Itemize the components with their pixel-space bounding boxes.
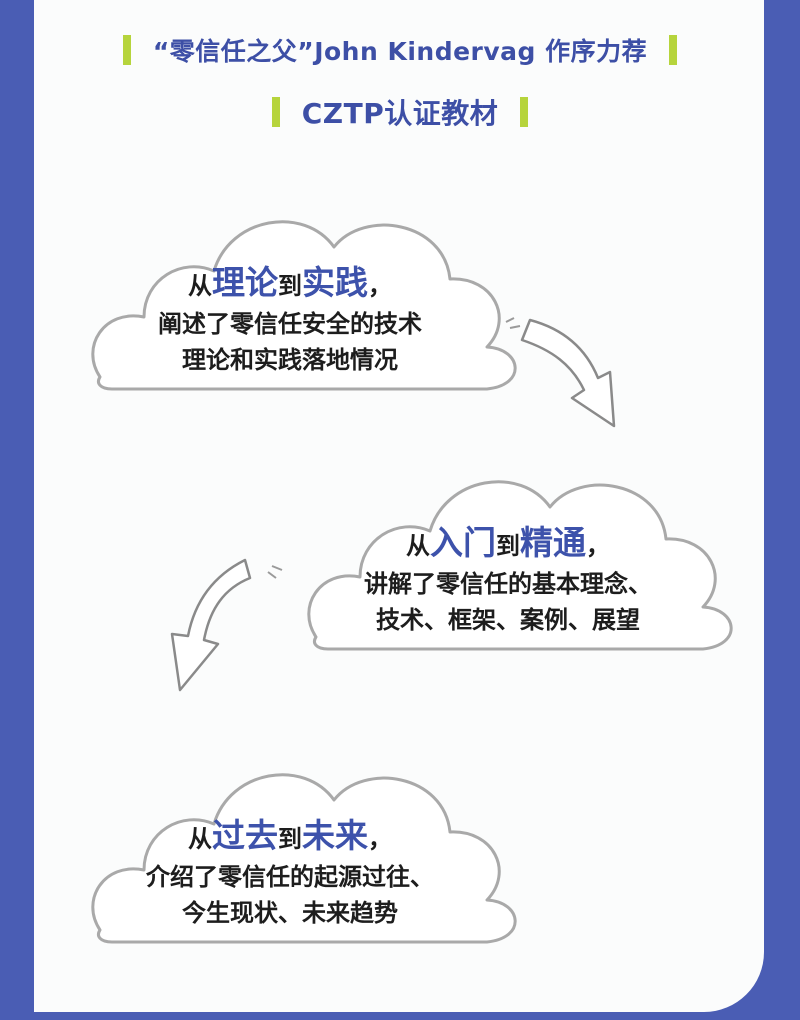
cloud-1-line-3: 理论和实践落地情况 <box>182 345 398 374</box>
cloud-3-headline: 从过去到未来， <box>100 815 480 856</box>
headline-from: 从 <box>188 272 212 300</box>
headline-keyword-2: 精通 <box>520 523 586 562</box>
headline-keyword-2: 实践 <box>302 263 368 302</box>
cloud-1-line-2: 阐述了零信任安全的技术 <box>158 310 422 339</box>
headline-comma: ， <box>586 532 610 560</box>
accent-bar-left <box>271 97 280 127</box>
cloud-2-headline: 从入门到精通， <box>318 522 698 563</box>
header-line-1: “零信任之父”John Kindervag 作序力荐 <box>0 30 800 70</box>
headline-comma: ， <box>368 825 392 853</box>
cloud-1-headline: 从理论到实践， <box>110 262 470 303</box>
headline-keyword-1: 入门 <box>430 523 496 562</box>
headline-to: 到 <box>278 272 302 300</box>
accent-bar-left <box>122 35 131 65</box>
cloud-3-line-3: 今生现状、未来趋势 <box>182 898 398 927</box>
headline-from: 从 <box>188 825 212 853</box>
headline-from: 从 <box>406 532 430 560</box>
headline-keyword-1: 理论 <box>212 263 278 302</box>
headline-to: 到 <box>496 532 520 560</box>
accent-bar-right <box>520 97 529 127</box>
header-subtitle: CZTP认证教材 <box>301 97 499 130</box>
cloud-2-text: 从入门到精通， 讲解了零信任的基本理念、 技术、框架、案例、展望 <box>318 522 698 638</box>
cloud-3-text: 从过去到未来， 介绍了零信任的起源过往、 今生现状、未来趋势 <box>100 815 480 931</box>
cloud-2-line-3: 技术、框架、案例、展望 <box>376 605 640 634</box>
headline-keyword-1: 过去 <box>212 816 278 855</box>
arrow-down-right-icon <box>505 317 616 428</box>
header-title: “零信任之父”John Kindervag 作序力荐 <box>152 37 648 66</box>
arrow-down-left-icon <box>170 558 283 692</box>
header-line-2: CZTP认证教材 <box>0 92 800 132</box>
cloud-3-line-2: 介绍了零信任的起源过往、 <box>146 863 434 892</box>
cloud-2-line-2: 讲解了零信任的基本理念、 <box>364 570 652 599</box>
accent-bar-right <box>669 35 678 65</box>
headline-comma: ， <box>368 272 392 300</box>
cloud-1-text: 从理论到实践， 阐述了零信任安全的技术 理论和实践落地情况 <box>110 262 470 378</box>
headline-to: 到 <box>278 825 302 853</box>
headline-keyword-2: 未来 <box>302 816 368 855</box>
